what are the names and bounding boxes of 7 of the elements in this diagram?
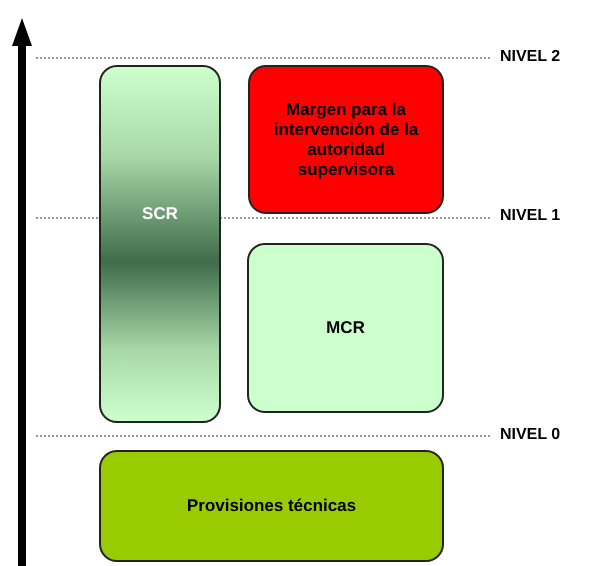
level-label: NIVEL 1	[500, 207, 560, 225]
level-label: NIVEL 0	[500, 426, 560, 444]
minimum-capital-box: MCR	[247, 243, 444, 413]
capital-requirement-bar: SCR	[99, 65, 221, 423]
margin-box: Margen para la intervención de la autoridad supervisora	[248, 65, 444, 214]
level-label: NIVEL 2	[500, 48, 560, 66]
provisions-box: Provisiones técnicas	[99, 450, 444, 562]
